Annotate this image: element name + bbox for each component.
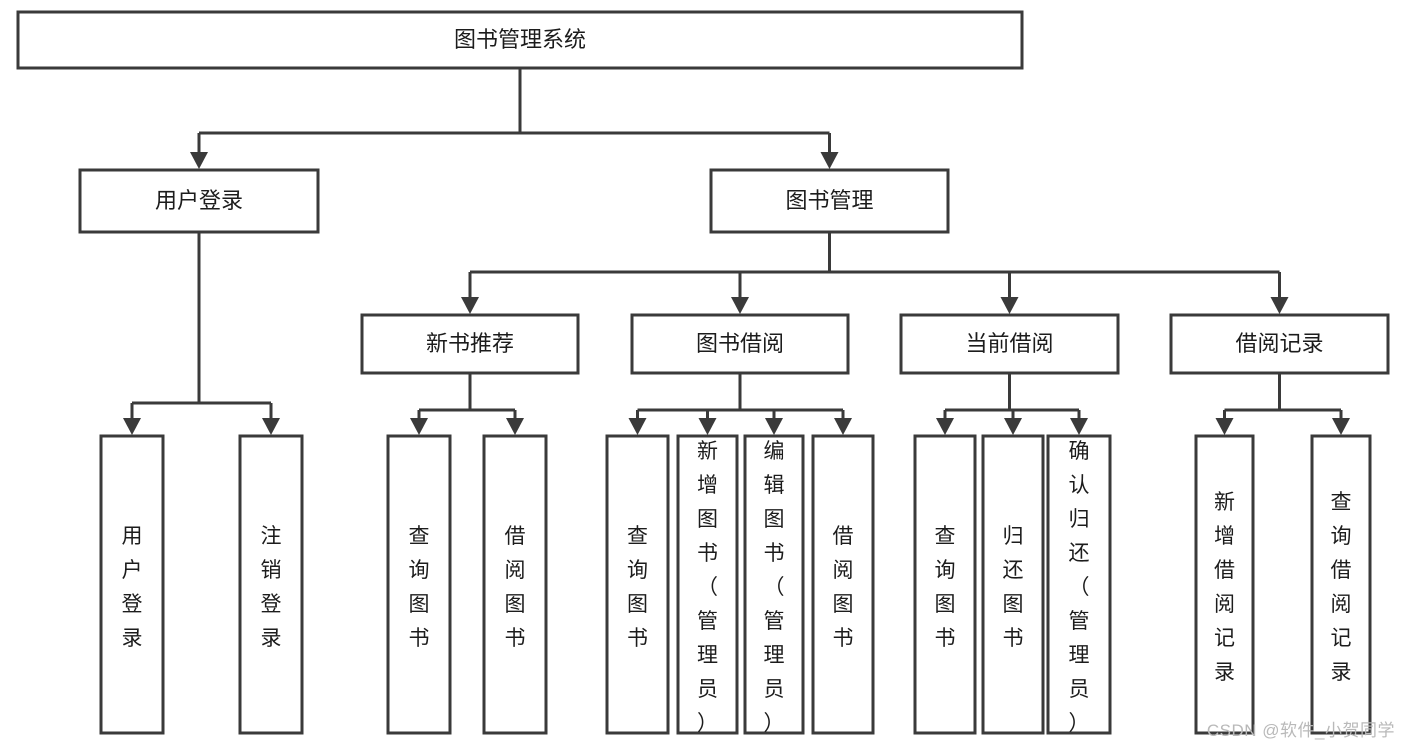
leaf-node-label: 查询图书 bbox=[409, 525, 430, 650]
edge-group bbox=[461, 232, 1289, 314]
leaf-node-rect bbox=[743, 434, 805, 735]
category-node-2[interactable]: 当前借阅 bbox=[899, 313, 1120, 375]
arrow-head-icon bbox=[123, 418, 141, 435]
category-node-rect bbox=[1169, 313, 1390, 375]
edge-group bbox=[936, 373, 1088, 435]
leaf-node-5[interactable]: 新增图书（管理员） bbox=[676, 434, 739, 735]
category-node-rect bbox=[899, 313, 1120, 375]
arrow-head-icon bbox=[731, 297, 749, 314]
branch-node-rect bbox=[78, 168, 320, 234]
leaf-node-rect bbox=[811, 434, 875, 735]
leaf-node-label: 查询图书 bbox=[935, 525, 956, 650]
leaf-node-rect bbox=[386, 434, 452, 735]
leaf-node-rect bbox=[676, 434, 739, 735]
leaf-node-label: 用户登录 bbox=[122, 525, 143, 650]
leaf-node-rect bbox=[1310, 434, 1372, 735]
leaf-node-label: 借阅图书 bbox=[833, 525, 854, 650]
leaf-node-label: 借阅图书 bbox=[505, 525, 526, 650]
category-node-rect bbox=[630, 313, 850, 375]
arrow-head-icon bbox=[1000, 297, 1019, 314]
edge-group bbox=[628, 373, 852, 435]
connector-layer bbox=[123, 68, 1350, 435]
edge-group bbox=[1215, 373, 1350, 435]
leaf-node-10[interactable]: 确认归还（管理员） bbox=[1046, 434, 1112, 735]
leaf-node-label: 确认归还（管理员） bbox=[1069, 440, 1090, 735]
leaf-node-8[interactable]: 查询图书 bbox=[913, 434, 977, 735]
arrow-head-icon bbox=[1332, 418, 1350, 435]
leaf-node-label: 编辑图书（管理员） bbox=[764, 440, 785, 735]
leaf-node-rect bbox=[238, 434, 304, 735]
leaf-node-4[interactable]: 查询图书 bbox=[605, 434, 670, 735]
arrow-head-icon bbox=[190, 152, 208, 169]
arrow-head-icon bbox=[1004, 418, 1022, 435]
category-node-0[interactable]: 新书推荐 bbox=[360, 313, 580, 375]
branch-node-0[interactable]: 用户登录 bbox=[78, 168, 320, 234]
root-node-0[interactable]: 图书管理系统 bbox=[16, 10, 1024, 70]
branch-node-1[interactable]: 图书管理 bbox=[709, 168, 950, 234]
arrow-head-icon bbox=[698, 418, 717, 435]
branch-node-label: 图书管理 bbox=[785, 188, 873, 213]
arrow-head-icon bbox=[936, 418, 954, 435]
leaf-node-3[interactable]: 借阅图书 bbox=[482, 434, 548, 735]
edge-group bbox=[123, 232, 280, 435]
leaf-node-label: 注销登录 bbox=[261, 525, 282, 650]
branch-node-rect bbox=[709, 168, 950, 234]
leaf-node-label: 新增图书（管理员） bbox=[697, 440, 718, 735]
leaf-node-12[interactable]: 查询借阅记录 bbox=[1310, 434, 1372, 735]
leaf-node-label: 查询图书 bbox=[627, 525, 648, 650]
category-node-3[interactable]: 借阅记录 bbox=[1169, 313, 1390, 375]
arrow-head-icon bbox=[834, 418, 852, 435]
category-node-label: 图书借阅 bbox=[696, 331, 784, 356]
edge-group bbox=[190, 68, 839, 169]
arrow-head-icon bbox=[820, 152, 839, 169]
leaf-node-2[interactable]: 查询图书 bbox=[386, 434, 452, 735]
leaf-node-1[interactable]: 注销登录 bbox=[238, 434, 304, 735]
branch-node-label: 用户登录 bbox=[155, 188, 243, 213]
edge-group bbox=[410, 373, 524, 435]
leaf-node-label: 查询借阅记录 bbox=[1331, 491, 1352, 684]
leaf-node-rect bbox=[1194, 434, 1255, 735]
leaf-node-label: 归还图书 bbox=[1003, 525, 1024, 650]
leaf-node-rect bbox=[99, 434, 165, 735]
leaf-node-0[interactable]: 用户登录 bbox=[99, 434, 165, 735]
leaf-node-rect bbox=[1046, 434, 1112, 735]
arrow-head-icon bbox=[410, 418, 428, 435]
leaf-node-6[interactable]: 编辑图书（管理员） bbox=[743, 434, 805, 735]
leaf-node-rect bbox=[913, 434, 977, 735]
arrow-head-icon bbox=[461, 297, 479, 314]
arrow-head-icon bbox=[1270, 297, 1289, 314]
arrow-head-icon bbox=[765, 418, 783, 435]
arrow-head-icon bbox=[1215, 418, 1234, 435]
root-node-label: 图书管理系统 bbox=[454, 27, 586, 52]
leaf-node-11[interactable]: 新增借阅记录 bbox=[1194, 434, 1255, 735]
leaf-node-label: 新增借阅记录 bbox=[1214, 491, 1235, 684]
leaf-node-rect bbox=[482, 434, 548, 735]
category-node-1[interactable]: 图书借阅 bbox=[630, 313, 850, 375]
category-node-label: 新书推荐 bbox=[426, 331, 514, 356]
leaf-node-rect bbox=[981, 434, 1045, 735]
category-node-label: 借阅记录 bbox=[1235, 331, 1323, 356]
arrow-head-icon bbox=[506, 418, 524, 435]
root-node-rect bbox=[16, 10, 1024, 70]
arrow-head-icon bbox=[1070, 418, 1088, 435]
leaf-node-rect bbox=[605, 434, 670, 735]
leaf-node-7[interactable]: 借阅图书 bbox=[811, 434, 875, 735]
node-layer: 图书管理系统用户登录图书管理新书推荐图书借阅当前借阅借阅记录用户登录注销登录查询… bbox=[16, 10, 1390, 735]
arrow-head-icon bbox=[628, 418, 647, 435]
arrow-head-icon bbox=[262, 418, 280, 435]
leaf-node-9[interactable]: 归还图书 bbox=[981, 434, 1045, 735]
category-node-rect bbox=[360, 313, 580, 375]
category-node-label: 当前借阅 bbox=[965, 331, 1053, 356]
